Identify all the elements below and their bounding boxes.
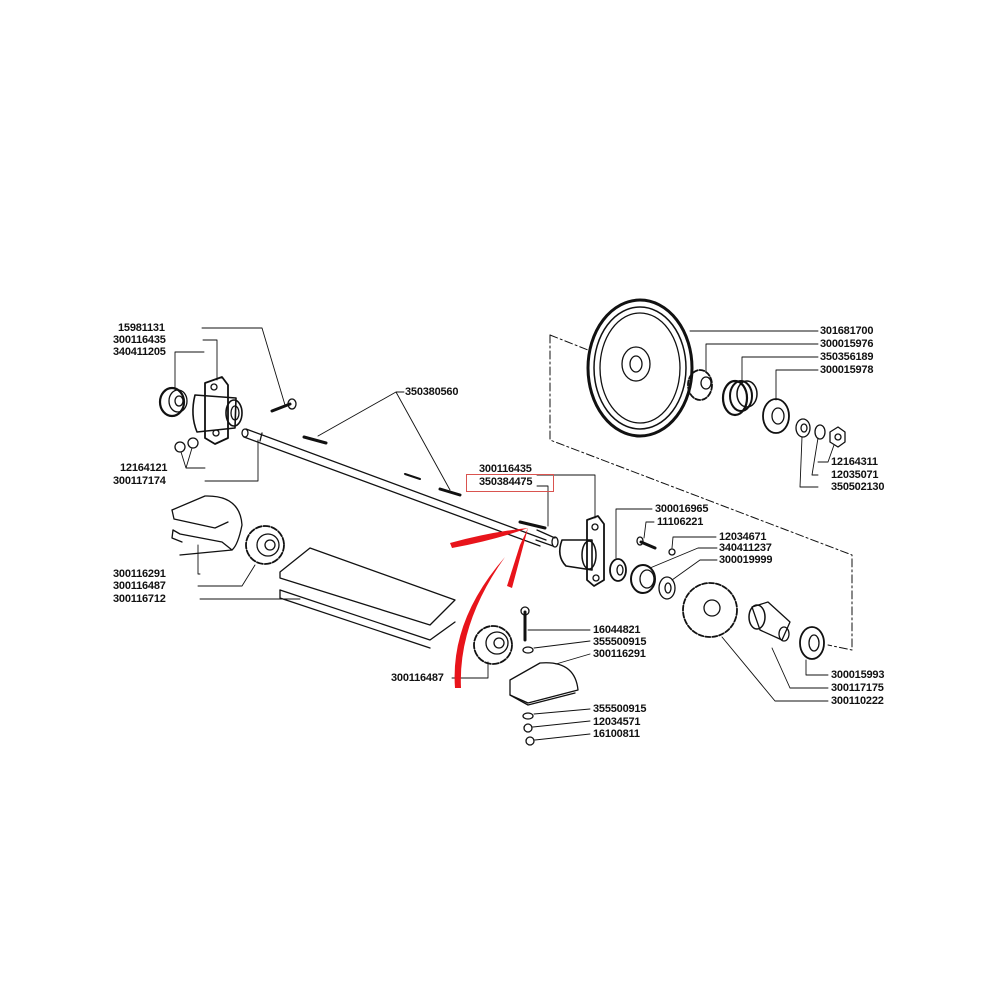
part-label-300116291-right: 300116291 — [593, 648, 646, 660]
part-label-300015976: 300015976 — [820, 338, 874, 350]
part-label-16100811: 16100811 — [593, 728, 640, 740]
part-label-300117174: 300117174 — [113, 475, 166, 487]
part-label-340411237: 340411237 — [719, 542, 772, 554]
part-label-16044821: 16044821 — [593, 624, 641, 636]
pulley-hub-parts — [687, 369, 846, 448]
part-label-300015978: 300015978 — [820, 364, 874, 376]
part-label-300015993: 300015993 — [831, 669, 885, 681]
part-label-300116712: 300116712 — [113, 593, 166, 605]
highlight-box — [466, 474, 554, 492]
part-label-300116291-left: 300116291 — [113, 568, 166, 580]
part-label-350356189: 350356189 — [820, 351, 874, 363]
mid-sprocket — [473, 625, 513, 665]
part-label-12164121: 12164121 — [120, 462, 168, 474]
part-label-355500915-top: 355500915 — [593, 636, 647, 648]
guide-plates — [279, 547, 456, 649]
highlight-arrow — [450, 528, 528, 688]
part-label-12035071: 12035071 — [831, 469, 879, 481]
part-label-301681700: 301681700 — [820, 325, 874, 337]
part-label-300016965: 300016965 — [655, 503, 709, 515]
left-bearing-assembly — [158, 376, 297, 453]
assembly-envelope-line — [549, 334, 853, 651]
part-label-350502130: 350502130 — [831, 481, 885, 493]
pulley — [586, 298, 694, 438]
left-sprocket — [245, 525, 285, 565]
part-label-300110222: 300110222 — [831, 695, 884, 707]
part-label-350384475: 350384475 — [479, 476, 533, 488]
mid-fasteners — [509, 606, 579, 746]
part-label-12164311: 12164311 — [831, 456, 878, 468]
part-label-300019999: 300019999 — [719, 554, 773, 566]
part-label-300116435-left: 300116435 — [113, 334, 166, 346]
part-label-12034571: 12034571 — [593, 716, 641, 728]
part-label-300116435-mid: 300116435 — [479, 463, 532, 475]
part-label-11106221: 11106221 — [657, 516, 704, 528]
left-chain-guide — [171, 495, 243, 556]
part-label-15981131: 15981131 — [118, 322, 165, 334]
part-label-300116487-mid: 300116487 — [391, 672, 444, 684]
part-label-355500915-bot: 355500915 — [593, 703, 647, 715]
lower-right-parts — [609, 536, 825, 660]
part-label-300117175: 300117175 — [831, 682, 884, 694]
leader-lines — [174, 327, 835, 741]
part-label-300116487-left: 300116487 — [113, 580, 166, 592]
part-label-350380560: 350380560 — [405, 386, 459, 398]
part-label-12034671: 12034671 — [719, 531, 767, 543]
part-label-340411205: 340411205 — [113, 346, 166, 358]
key-350384475 — [518, 520, 547, 530]
main-shaft — [241, 428, 559, 548]
right-bearing-housing — [558, 515, 605, 587]
